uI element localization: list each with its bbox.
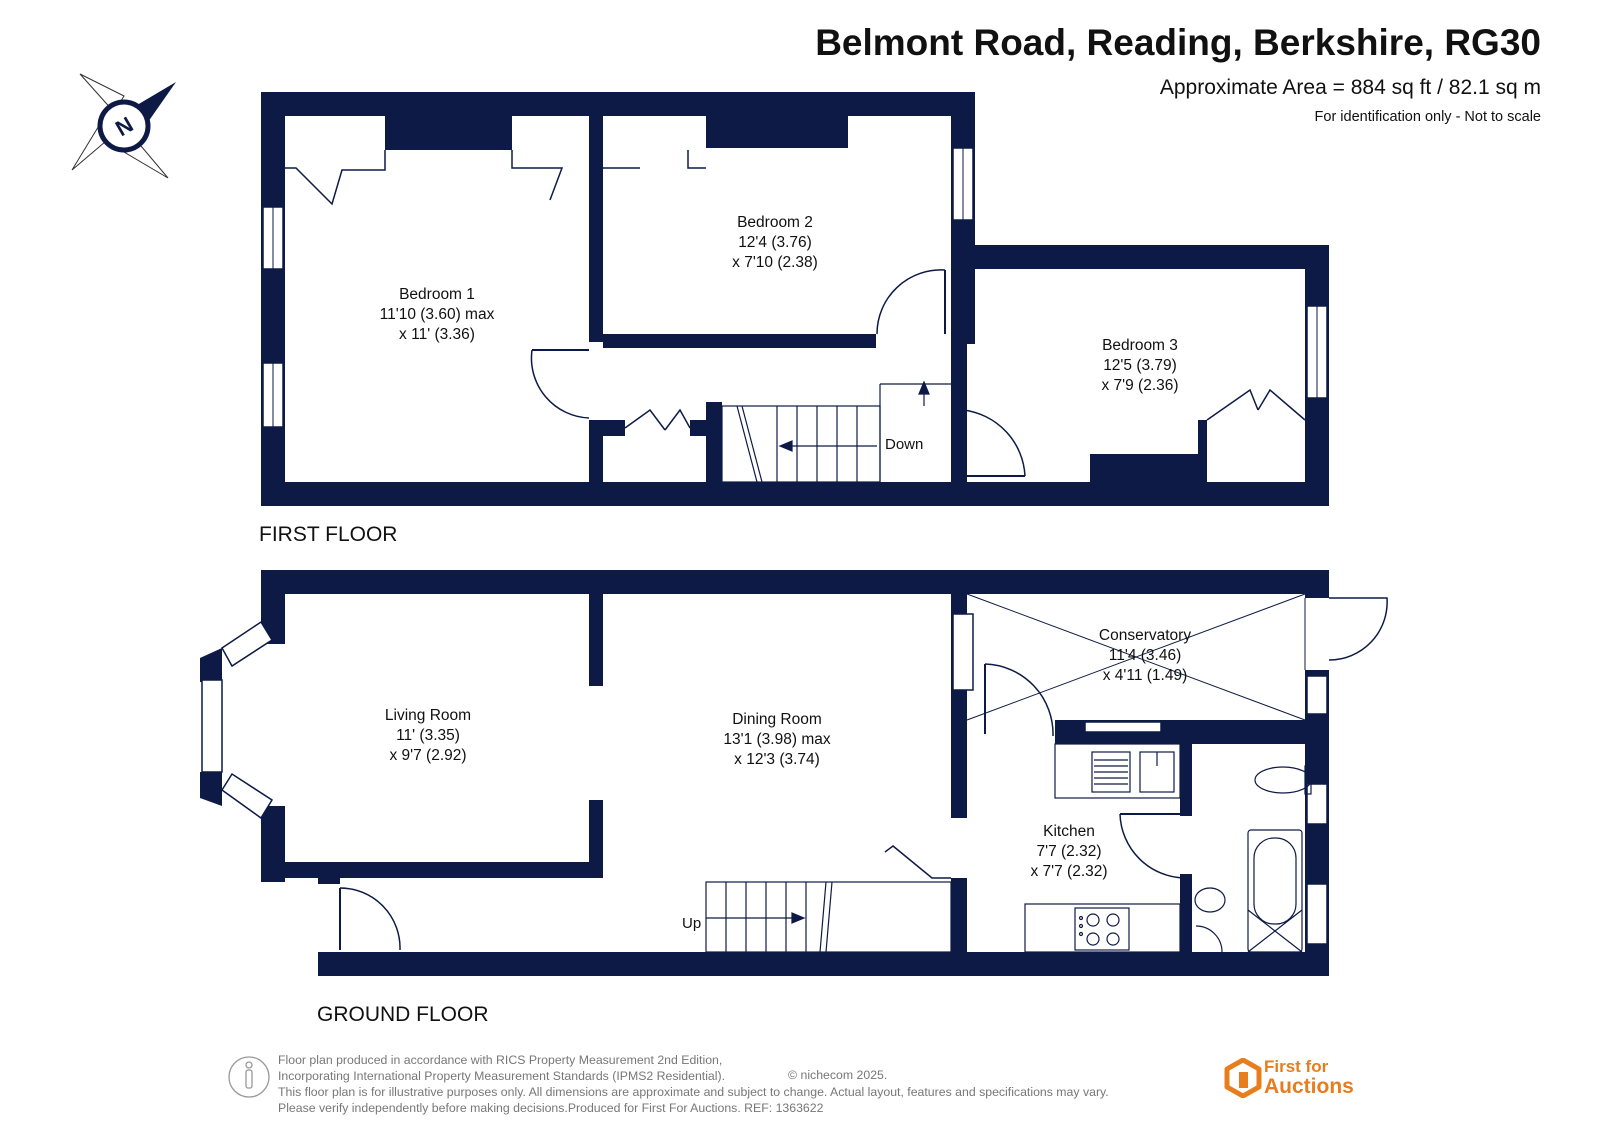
svg-text:Living Room: Living Room [385, 707, 471, 724]
dining-room-label: Dining Room 13'1 (3.98) max x 12'3 (3.74… [723, 711, 830, 768]
footer-line-4: Please verify independently before makin… [278, 1101, 824, 1115]
brand-logo-icon [1224, 1058, 1262, 1098]
basin-icon [1194, 887, 1226, 913]
svg-text:11' (3.35): 11' (3.35) [396, 727, 460, 744]
ground-floor-stairs [705, 881, 952, 953]
svg-text:x 9'7 (2.92): x 9'7 (2.92) [389, 747, 466, 764]
svg-text:13'1 (3.98) max: 13'1 (3.98) max [723, 731, 830, 748]
first-floor-label: FIRST FLOOR [259, 523, 398, 546]
footer-line-2: Incorporating International Property Mea… [278, 1069, 726, 1083]
kitchen-fittings [1024, 743, 1181, 953]
svg-text:7'7 (2.32): 7'7 (2.32) [1037, 843, 1102, 860]
area-text: Approximate Area = 884 sq ft / 82.1 sq m [1159, 76, 1541, 99]
first-floor-doors [285, 150, 1306, 477]
svg-text:x 7'7 (2.32): x 7'7 (2.32) [1030, 863, 1107, 880]
ground-floor-doors [339, 597, 1388, 951]
brand-line-1: First for [1264, 1057, 1329, 1076]
svg-text:Conservatory: Conservatory [1099, 627, 1191, 644]
svg-text:x 7'10 (2.38): x 7'10 (2.38) [732, 254, 818, 271]
svg-text:x 4'11 (1.49): x 4'11 (1.49) [1103, 667, 1188, 684]
conservatory-label: Conservatory 11'4 (3.46) x 4'11 (1.49) [1099, 627, 1191, 684]
svg-text:Bedroom 3: Bedroom 3 [1102, 337, 1178, 354]
toilet-icon [1254, 766, 1312, 794]
cooker-icon [1074, 907, 1130, 951]
svg-text:11'10 (3.60) max: 11'10 (3.60) max [380, 306, 495, 323]
svg-text:Dining Room: Dining Room [732, 711, 822, 728]
stairs-down-label: Down [885, 436, 923, 453]
hob-grill-icon [1091, 751, 1131, 793]
svg-text:Kitchen: Kitchen [1043, 823, 1095, 840]
ground-floor-label: GROUND FLOOR [317, 1003, 489, 1026]
footer-line-3: This floor plan is for illustrative purp… [278, 1085, 1109, 1099]
bathroom-fittings [1194, 765, 1312, 953]
bedroom-1-label: Bedroom 1 11'10 (3.60) max x 11' (3.36) [380, 286, 495, 343]
svg-text:12'4 (3.76): 12'4 (3.76) [738, 234, 812, 251]
first-floor-stairs [721, 380, 951, 483]
footer-line-1: Floor plan produced in accordance with R… [278, 1053, 723, 1067]
brand-name: First for Auctions [1264, 1057, 1354, 1097]
svg-text:Bedroom 1: Bedroom 1 [399, 286, 475, 303]
living-room-label: Living Room 11' (3.35) x 9'7 (2.92) [385, 707, 471, 764]
person-info-icon [228, 1056, 270, 1098]
copyright-text: © nichecom 2025. [788, 1068, 888, 1082]
svg-text:11'4 (3.46): 11'4 (3.46) [1109, 647, 1181, 664]
kitchen-label: Kitchen 7'7 (2.32) x 7'7 (2.32) [1030, 823, 1107, 880]
svg-text:x 11' (3.36): x 11' (3.36) [399, 326, 475, 343]
svg-text:Bedroom 2: Bedroom 2 [737, 214, 813, 231]
bath-icon [1247, 829, 1303, 953]
brand-line-2: Auctions [1264, 1075, 1354, 1098]
svg-text:x 7'9 (2.36): x 7'9 (2.36) [1101, 377, 1178, 394]
conservatory-glazing [966, 593, 1306, 721]
compass-icon: N [71, 73, 176, 179]
bedroom-3-label: Bedroom 3 12'5 (3.79) x 7'9 (2.36) [1101, 337, 1178, 394]
footer-notes: Floor plan produced in accordance with R… [278, 1052, 1109, 1116]
ground-floor-windows [201, 613, 1328, 945]
stairs-up-label: Up [682, 915, 701, 932]
page-title: Belmont Road, Reading, Berkshire, RG30 [815, 22, 1541, 63]
disclaimer-note: For identification only - Not to scale [1314, 109, 1541, 125]
svg-text:12'5 (3.79): 12'5 (3.79) [1103, 357, 1177, 374]
first-floor-window-lines [272, 148, 1318, 427]
bedroom-2-label: Bedroom 2 12'4 (3.76) x 7'10 (2.38) [732, 214, 818, 271]
svg-text:x 12'3 (3.74): x 12'3 (3.74) [734, 751, 820, 768]
